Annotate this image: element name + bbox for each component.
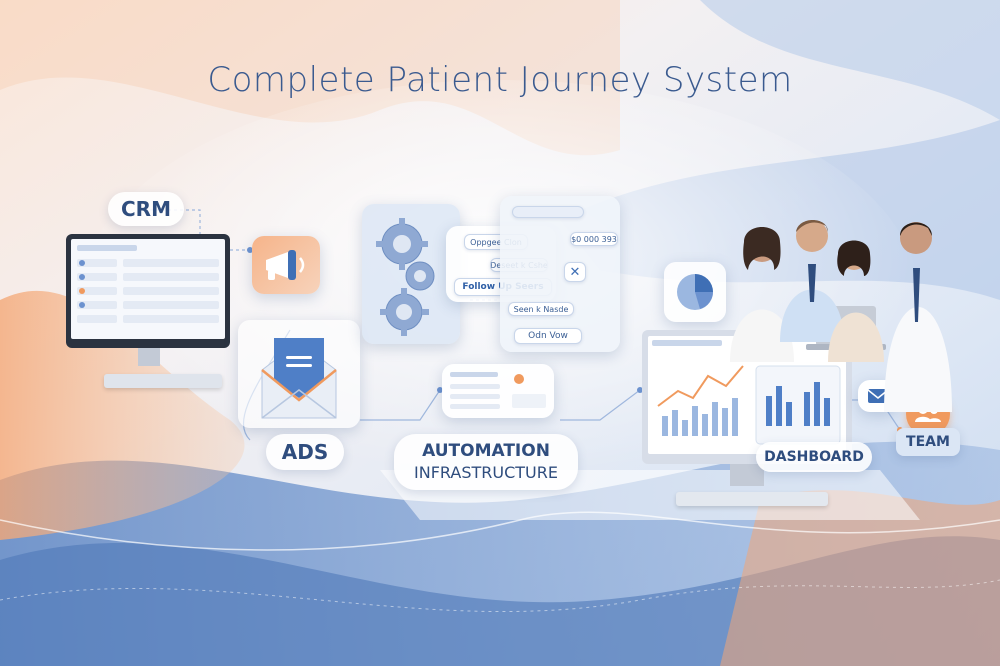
ads-envelope-card: [238, 320, 360, 428]
megaphone-icon: [266, 250, 305, 280]
team-people: [730, 220, 952, 412]
megaphone-card: [252, 236, 320, 294]
panel-chip-header: [512, 206, 584, 218]
team-label-text: TEAM: [906, 434, 950, 450]
dashboard-label: DASHBOARD: [756, 442, 872, 472]
dashboard-stand: [730, 464, 764, 486]
panel-chip-bottom[interactable]: Odn Vow: [514, 328, 582, 344]
crm-keyboard: [104, 374, 222, 388]
crm-monitor: [66, 234, 230, 348]
automation-gears-card: [362, 204, 460, 344]
ads-label-text: ADS: [281, 440, 329, 464]
numbers-value: $0 000: [571, 234, 600, 244]
ads-label: ADS: [266, 434, 344, 470]
numbers-value-2: 393: [601, 234, 617, 244]
dashboard-keyboard: [676, 492, 828, 506]
team-label: TEAM: [896, 428, 960, 456]
pie-chart-card: [664, 262, 726, 322]
gear-icon: [376, 218, 435, 336]
envelope-icon: [261, 338, 337, 419]
dashboard-label-text: DASHBOARD: [764, 449, 864, 465]
dashboard-charts: [652, 340, 841, 445]
crm-label: CRM: [108, 192, 184, 226]
automation-label-line1: AUTOMATION: [422, 441, 550, 461]
automation-label-line2: INFRASTRUCTURE: [414, 463, 558, 482]
dashboard-screen: [648, 336, 846, 454]
crm-monitor-stand: [138, 348, 160, 366]
panel-chip-row2[interactable]: Seen k Nasde: [508, 302, 574, 316]
pie-chart-icon: [677, 274, 713, 310]
automation-infrastructure-label: AUTOMATION INFRASTRUCTURE: [394, 434, 578, 490]
crm-screen: [71, 239, 225, 339]
page-title: Complete Patient Journey System: [207, 60, 793, 100]
panel-numbers: $0 000 393: [570, 232, 618, 246]
crm-label-text: CRM: [121, 197, 171, 221]
workflow-panel: $0 000 393 ✕ Seen k Nasde Odn Vow: [500, 196, 620, 352]
close-icon-chip[interactable]: ✕: [564, 262, 586, 282]
close-icon: ✕: [569, 264, 581, 280]
automation-screen: [442, 364, 554, 418]
